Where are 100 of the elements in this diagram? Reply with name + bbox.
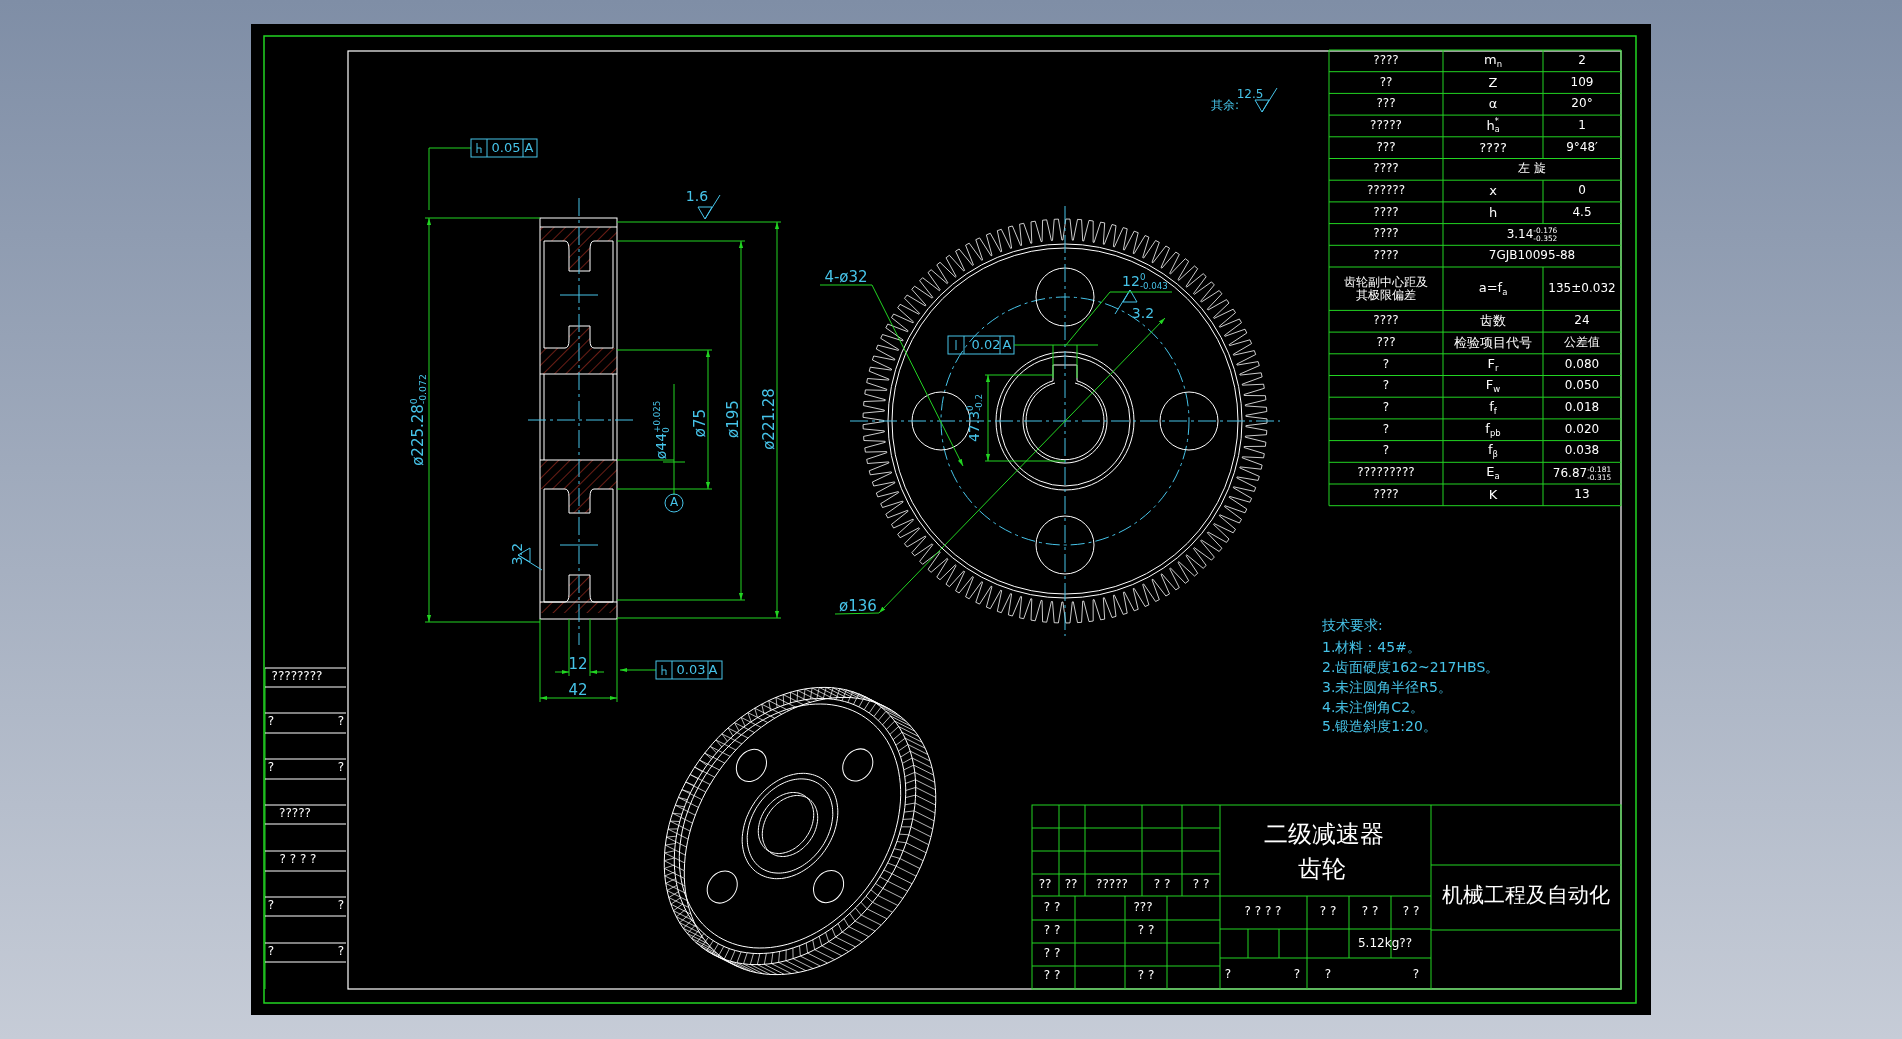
parameter-name: ???? xyxy=(1373,206,1399,220)
tolerance-value: 0.05 xyxy=(491,140,521,156)
revision-column-text: ? xyxy=(337,945,345,959)
revision-column-text: ? xyxy=(267,715,275,729)
title-block-text: ? ? xyxy=(1319,905,1337,919)
drawing-title: 齿轮 xyxy=(1298,855,1346,883)
revision-column-text: ????? xyxy=(279,807,311,821)
parameter-value: 7GJB10095-88 xyxy=(1488,249,1576,263)
parameter-symbol: K xyxy=(1488,487,1498,502)
parameter-name: ???? xyxy=(1373,314,1399,328)
title-block-text: ? ? xyxy=(1402,905,1420,919)
title-block-text: ? ? xyxy=(1043,901,1061,915)
tolerance-value: 0.02 xyxy=(971,337,1001,353)
dimension-text: ø136 xyxy=(839,597,877,615)
roughness-value: 1.6 xyxy=(685,189,709,205)
requirement-item: 4.未注倒角C2。 xyxy=(1322,700,1425,716)
parameter-symbol: f$_{pb}$ xyxy=(1485,421,1501,439)
parameter-name: ?? xyxy=(1379,75,1393,90)
parameter-symbol: 齿数 xyxy=(1480,314,1506,329)
parameter-symbol: Z xyxy=(1488,75,1498,90)
title-block-text: ? xyxy=(1324,968,1332,982)
title-block-text: 5.12kg?? xyxy=(1358,937,1412,951)
drawing-title: 二级减速器 xyxy=(1264,820,1384,848)
requirement-item: 3.未注圆角半径R5。 xyxy=(1322,680,1452,696)
dimension-text: ø195 xyxy=(724,400,742,438)
title-block-text: ? ? xyxy=(1043,947,1061,961)
parameter-symbol: m$_{n}$ xyxy=(1484,52,1502,70)
title-block-text: ? ? xyxy=(1192,878,1210,892)
title-block-text: ? ? xyxy=(1043,969,1061,983)
tolerance-value: 0.03 xyxy=(676,662,706,678)
title-block-text: ? ? xyxy=(1137,969,1155,983)
title-block-text: ?? xyxy=(1064,878,1078,892)
revision-column-text: ? xyxy=(267,945,275,959)
dimension-text: 42 xyxy=(568,681,588,699)
department-name: 机械工程及自动化 xyxy=(1442,884,1610,908)
parameter-name: 齿轮副中心距及其极限偏差 xyxy=(1343,275,1429,302)
title-block-text: ? ? xyxy=(1361,905,1379,919)
parameter-name: ? xyxy=(1382,379,1390,393)
parameter-symbol: f$_{f}$ xyxy=(1489,399,1497,417)
title-block-text: ? ? xyxy=(1153,878,1171,892)
title-block-text: ? ? xyxy=(1137,924,1155,938)
parameter-name: ??? xyxy=(1376,336,1396,350)
parameter-value: 公差值 xyxy=(1564,336,1600,350)
parameter-value: 0.018 xyxy=(1564,401,1600,415)
revision-column-text: ???????? xyxy=(271,670,323,684)
parameter-symbol: a=f$_{a}$ xyxy=(1478,280,1508,298)
parameter-symbol: x xyxy=(1489,183,1497,199)
parameter-symbol: h xyxy=(1488,205,1498,220)
datum-reference: A xyxy=(708,662,718,678)
parameter-name: ??? xyxy=(1376,141,1396,155)
parameter-value: 24 xyxy=(1574,314,1590,328)
roughness-value: 12.5 xyxy=(1236,88,1264,102)
requirements-heading: 技术要求: xyxy=(1322,618,1383,634)
datum-letter: A xyxy=(669,496,679,510)
parameter-symbol: f$_{β}$ xyxy=(1488,443,1498,460)
requirement-item: 1.材料：45#。 xyxy=(1322,640,1421,656)
parameter-name: ? xyxy=(1382,423,1390,437)
parameter-name: ???? xyxy=(1373,162,1399,176)
parameter-value: 0.020 xyxy=(1564,423,1600,437)
parameter-name: ??? xyxy=(1376,97,1396,111)
title-block-text: ??? xyxy=(1133,901,1153,915)
dimension-text: ø75 xyxy=(691,408,709,438)
datum-reference: A xyxy=(1002,337,1012,353)
parameter-name: ???? xyxy=(1373,249,1399,263)
parameter-value: 左 旋 xyxy=(1518,162,1546,176)
revision-column-text: ? xyxy=(337,899,345,913)
parameter-symbol: F$_{w}$ xyxy=(1485,377,1501,395)
title-block-text: ? xyxy=(1293,968,1301,982)
parameter-value: 13 xyxy=(1574,488,1590,502)
parameter-name: ?????? xyxy=(1366,184,1406,198)
parameter-value: 0.038 xyxy=(1564,444,1600,459)
revision-column-text: ? xyxy=(267,899,275,913)
revision-column-text: ? xyxy=(337,715,345,729)
dimension-text: 12 xyxy=(568,655,588,673)
title-block-text: ? xyxy=(1224,968,1232,982)
parameter-value: 0.050 xyxy=(1564,379,1600,393)
parameter-name: ????? xyxy=(1370,119,1402,133)
parameter-name: ? xyxy=(1382,444,1390,459)
parameter-value: 2 xyxy=(1578,54,1586,68)
requirement-item: 5.锻造斜度1:20。 xyxy=(1322,719,1437,735)
parameter-name: ???? xyxy=(1373,488,1399,502)
parameter-value: 1 xyxy=(1578,119,1586,133)
title-block-text: ? ? ? ? xyxy=(1244,905,1282,919)
title-block-text: ????? xyxy=(1096,878,1128,892)
parameter-name: ???? xyxy=(1373,227,1399,242)
title-block-text: ? ? xyxy=(1043,924,1061,938)
parameter-name: ? xyxy=(1382,401,1390,415)
roughness-value: 3.2 xyxy=(510,542,526,566)
parameter-symbol: 检验项目代号 xyxy=(1454,335,1532,351)
parameter-value: 20° xyxy=(1571,97,1593,111)
parameter-symbol: α xyxy=(1488,97,1498,112)
parameter-value: 9°48′ xyxy=(1566,141,1598,155)
parameter-value: 109 xyxy=(1570,75,1594,90)
revision-column-text: ? xyxy=(337,761,345,775)
parameter-name: ???? xyxy=(1373,54,1399,68)
parameter-value: 0 xyxy=(1578,184,1586,198)
title-block-text: ?? xyxy=(1038,878,1052,892)
datum-reference: A xyxy=(524,140,534,156)
revision-column-text: ? xyxy=(267,761,275,775)
roughness-value: 3.2 xyxy=(1131,306,1155,322)
